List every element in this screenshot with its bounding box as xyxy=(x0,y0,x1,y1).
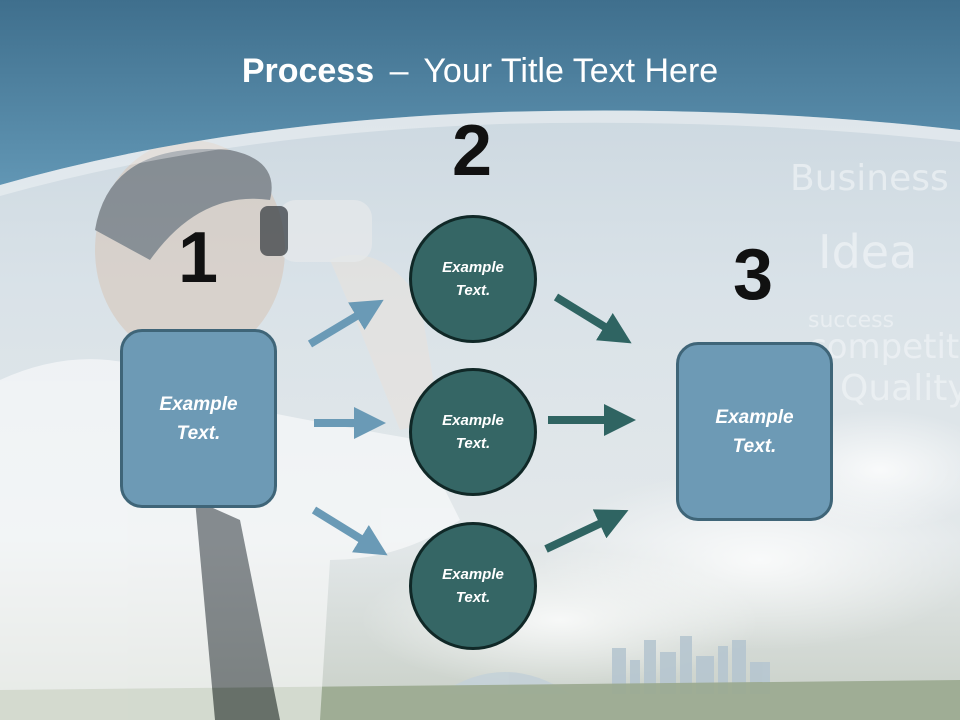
circle-2-text-line-2: Text. xyxy=(455,435,491,452)
arrow-1-to-2a xyxy=(307,299,384,348)
arrow-2a-to-3 xyxy=(553,293,632,344)
step-3-text-line-2: Text. xyxy=(732,435,777,457)
circle-3-text-line-2: Text. xyxy=(455,589,491,606)
step-3-box[interactable]: Example Text. xyxy=(676,342,833,521)
step-3-number: 3 xyxy=(732,235,774,315)
circle-1-text-line-2: Text. xyxy=(455,282,491,299)
bg-word-competition: competition xyxy=(808,327,960,367)
step-1-box[interactable]: Example Text. xyxy=(120,329,277,508)
arrow-2c-to-3 xyxy=(544,509,629,553)
step-2-circle-2[interactable]: Example Text. xyxy=(409,368,537,496)
step-2-number: 2 xyxy=(451,111,493,191)
step-1-text-line-1: Example xyxy=(159,393,238,415)
bg-word-idea: Idea xyxy=(818,225,917,279)
circle-2-text-line-1: Example xyxy=(442,412,504,429)
title-dash: – xyxy=(389,52,409,90)
step-3-text-line-1: Example xyxy=(715,406,794,428)
title-rest: Your Title Text Here xyxy=(423,52,719,90)
bg-word-success: success xyxy=(808,308,894,333)
step-1-text-line-2: Text. xyxy=(176,422,221,444)
bg-word-business: Business xyxy=(790,158,949,199)
step-2-circle-3[interactable]: Example Text. xyxy=(409,522,537,650)
header-band xyxy=(0,0,960,185)
step-1-number: 1 xyxy=(177,218,219,298)
slide-title: Process – Your Title Text Here xyxy=(0,52,960,91)
circle-1-text-line-1: Example xyxy=(442,259,504,276)
bg-word-quality: Quality xyxy=(840,368,960,409)
title-bold: Process xyxy=(241,52,375,90)
circle-3-text-line-1: Example xyxy=(442,566,504,583)
step-2-circle-1[interactable]: Example Text. xyxy=(409,215,537,343)
arrow-1-to-2c xyxy=(311,506,388,556)
